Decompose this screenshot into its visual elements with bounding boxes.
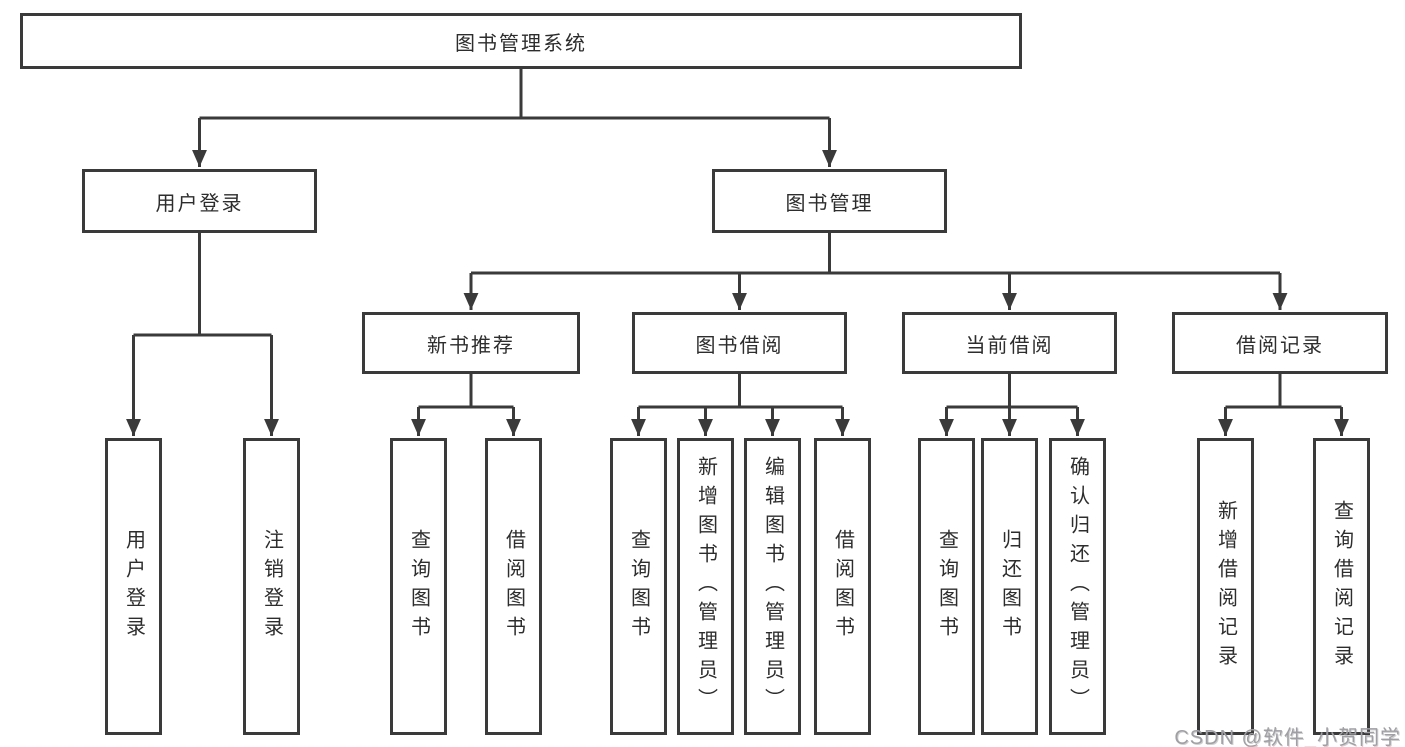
leaf-edit-book-admin: 编辑图书（管理员） [744, 438, 801, 735]
node-user-login-branch: 用户登录 [82, 169, 317, 233]
leaf-query-books-current: 查询图书 [918, 438, 975, 735]
node-label: 新书推荐 [427, 334, 515, 357]
leaf-label: 用户登录 [122, 528, 145, 645]
node-label: 图书借阅 [695, 334, 784, 357]
leaf-return-books: 归还图书 [981, 438, 1038, 735]
node-label: 图书管理 [785, 192, 874, 215]
leaf-query-books-recommend: 查询图书 [390, 438, 447, 735]
node-label: 当前借阅 [965, 334, 1054, 357]
leaf-borrow-books-borrowing: 借阅图书 [814, 438, 871, 735]
node-book-borrowing: 图书借阅 [632, 312, 847, 374]
leaf-logout: 注销登录 [243, 438, 300, 735]
leaf-user-login: 用户登录 [105, 438, 162, 735]
node-current-borrowing: 当前借阅 [902, 312, 1117, 374]
leaf-label: 新增图书（管理员） [694, 456, 717, 717]
leaf-confirm-return-admin: 确认归还（管理员） [1049, 438, 1106, 735]
leaf-label: 借阅图书 [502, 528, 525, 645]
node-library-management-system: 图书管理系统 [20, 13, 1022, 69]
leaf-label: 新增借阅记录 [1214, 499, 1237, 674]
leaf-label: 确认归还（管理员） [1066, 456, 1089, 717]
leaf-label: 查询图书 [935, 528, 958, 645]
node-label: 图书管理系统 [455, 32, 587, 55]
leaf-label: 查询借阅记录 [1330, 499, 1353, 674]
leaf-label: 查询图书 [627, 528, 650, 645]
leaf-borrow-books-recommend: 借阅图书 [485, 438, 542, 735]
node-book-management: 图书管理 [712, 169, 947, 233]
leaf-label: 借阅图书 [831, 528, 854, 645]
csdn-watermark: CSDN @软件_小贺同学 [1174, 727, 1401, 747]
node-label: 借阅记录 [1236, 334, 1324, 357]
leaf-add-borrow-record: 新增借阅记录 [1197, 438, 1254, 735]
leaf-query-borrow-record: 查询借阅记录 [1313, 438, 1370, 735]
leaf-label: 查询图书 [407, 528, 430, 645]
leaf-query-books-borrowing: 查询图书 [610, 438, 667, 735]
node-new-book-recommend: 新书推荐 [362, 312, 580, 374]
leaf-add-book-admin: 新增图书（管理员） [677, 438, 734, 735]
leaf-label: 编辑图书（管理员） [761, 456, 784, 717]
node-label: 用户登录 [155, 192, 244, 215]
leaf-label: 注销登录 [260, 528, 283, 645]
node-borrowing-records: 借阅记录 [1172, 312, 1388, 374]
leaf-label: 归还图书 [998, 528, 1021, 645]
